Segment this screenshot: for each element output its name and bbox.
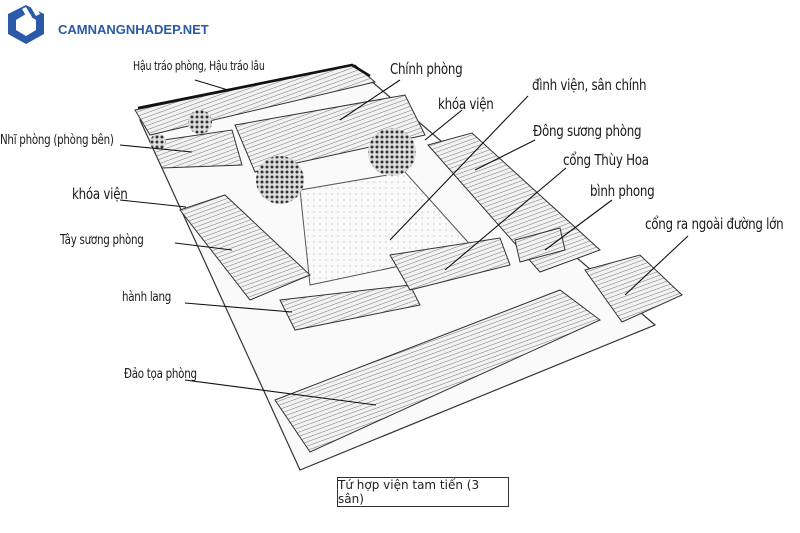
label-cong-ra: cổng ra ngoài đường lớn bbox=[645, 215, 784, 233]
logo-icon bbox=[8, 4, 44, 44]
label-dinh-vien: đình viện, sân chính bbox=[532, 76, 647, 94]
caption-box: Tứ hợp viện tam tiến (3 sân) bbox=[337, 477, 509, 507]
label-khoa-vien-left: khóa viện bbox=[72, 185, 128, 203]
main-hall-roof bbox=[234, 94, 426, 173]
corridor-roof bbox=[279, 284, 421, 331]
side-room-roof bbox=[149, 129, 243, 169]
tree-icons bbox=[150, 110, 416, 204]
brand-name: CAMNANGNHADEP.NET bbox=[58, 22, 209, 37]
label-dong-suong: Đông sương phòng bbox=[533, 122, 642, 140]
label-binh-phong: bình phong bbox=[590, 182, 655, 200]
label-hau-trao: Hậu tráo phòng, Hậu tráo lâu bbox=[133, 59, 265, 73]
label-cong-thuy-hoa: cổng Thùy Hoa bbox=[563, 151, 649, 169]
label-chinh-phong: Chính phòng bbox=[390, 60, 463, 78]
leader-lines bbox=[119, 63, 689, 406]
label-khoa-vien-top: khóa viện bbox=[438, 95, 494, 113]
label-hanh-lang: hành lang bbox=[122, 290, 172, 305]
label-nhi-phong: Nhĩ phòng (phòng bên) bbox=[0, 133, 114, 148]
screen-wall bbox=[514, 227, 566, 263]
west-wing-roof bbox=[179, 194, 311, 301]
label-tay-suong: Tây sương phòng bbox=[60, 233, 144, 248]
gate-roof bbox=[584, 254, 683, 323]
label-dao-toa: Đảo tọa phòng bbox=[124, 367, 197, 382]
flower-gate-roof bbox=[389, 237, 511, 291]
south-roof bbox=[274, 289, 601, 453]
